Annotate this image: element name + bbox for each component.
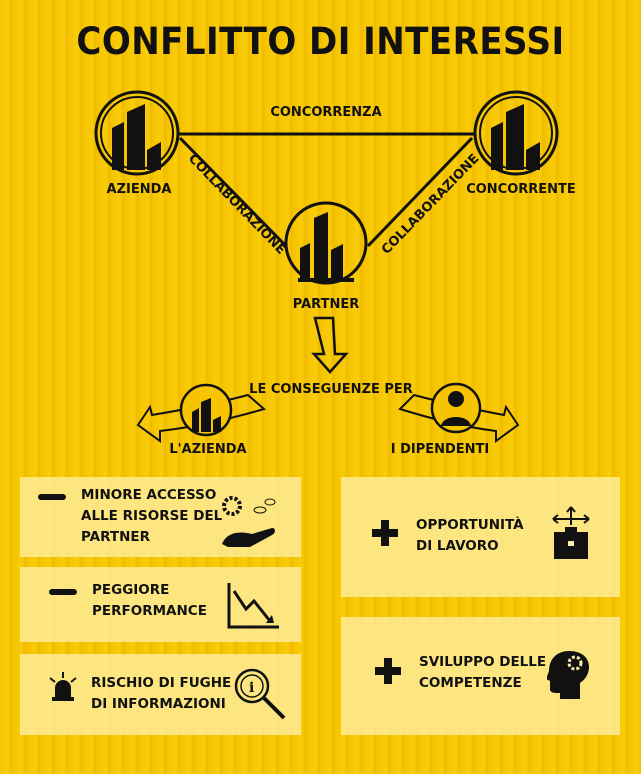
alarm-siren-icon	[49, 672, 77, 701]
item-text: ALLE RISORSE DEL	[81, 508, 223, 524]
branch-label-dipendenti: I DIPENDENTI	[390, 442, 490, 457]
employee-item: SVILUPPO DELLE COMPETENZE	[341, 617, 620, 735]
item-text: COMPETENZE	[419, 675, 522, 691]
declining-chart-icon	[227, 583, 279, 629]
company-item: MINORE ACCESSO ALLE RISORSE DEL PARTNER	[20, 477, 301, 557]
hand-resources-icon	[222, 496, 276, 547]
item-text: PEGGIORE	[92, 582, 170, 598]
node-label-concorrente: CONCORRENTE	[466, 182, 576, 197]
collab-line-left	[178, 136, 288, 248]
svg-text:i: i	[249, 680, 254, 696]
item-text: MINORE ACCESSO	[81, 487, 217, 503]
item-text: PARTNER	[81, 529, 151, 545]
branch-label-azienda: L'AZIENDA	[169, 442, 247, 457]
down-arrow-icon	[311, 316, 349, 374]
item-text: OPPORTUNITÀ	[416, 517, 524, 533]
concorrente-building-icon	[473, 90, 559, 176]
item-text: SVILUPPO DELLE	[419, 654, 547, 670]
item-text: DI LAVORO	[416, 538, 499, 554]
employee-item: OPPORTUNITÀ DI LAVORO	[341, 477, 620, 597]
head-gear-icon	[547, 651, 589, 699]
person-icon	[430, 382, 482, 434]
company-item: RISCHIO DI FUGHE DI INFORMAZIONI i	[20, 654, 301, 735]
item-text: DI INFORMAZIONI	[91, 696, 226, 712]
edge-label-concorrenza: CONCORRENZA	[270, 105, 382, 120]
azienda-small-building-icon	[179, 383, 233, 437]
item-text: RISCHIO DI FUGHE	[91, 675, 232, 691]
plus-icon	[375, 658, 401, 684]
page-title: CONFLITTO DI INTERESSI	[76, 20, 565, 63]
minus-icon	[38, 494, 66, 500]
magnifier-info-icon: i	[234, 668, 286, 720]
node-label-azienda: AZIENDA	[106, 182, 172, 197]
azienda-building-icon	[94, 90, 180, 176]
node-label-partner: PARTNER	[292, 297, 360, 312]
partner-building-icon	[284, 201, 368, 285]
minus-icon	[49, 589, 77, 595]
collab-line-right	[366, 136, 474, 248]
item-text: PERFORMANCE	[92, 603, 207, 619]
briefcase-arrows-icon	[552, 506, 590, 559]
plus-icon	[372, 520, 398, 546]
company-item: PEGGIORE PERFORMANCE	[20, 567, 301, 642]
consequences-heading: LE CONSEGUENZE PER	[249, 382, 413, 397]
